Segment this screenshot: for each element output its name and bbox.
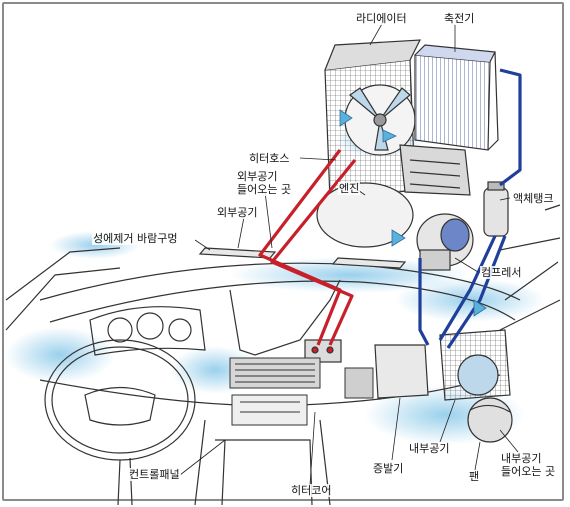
heater-core-label: 히터코어 bbox=[290, 484, 333, 497]
heater-hose-label: 히터호스 bbox=[248, 152, 291, 165]
receiver-tank-label: 액체탱크 bbox=[512, 192, 555, 205]
receiver-tank bbox=[483, 181, 509, 237]
compressor-label: 컴프레서 bbox=[480, 266, 523, 279]
refrigerant-lines bbox=[418, 68, 522, 349]
diagram-frame bbox=[2, 2, 564, 501]
evaporator-label: 증발기 bbox=[372, 462, 405, 475]
radiator-label: 라디에이터 bbox=[355, 12, 408, 25]
compressor-unit bbox=[416, 213, 474, 271]
radiator-unit bbox=[324, 39, 422, 201]
engine-label: 엔진 bbox=[338, 182, 361, 195]
car-body bbox=[5, 204, 561, 506]
condenser-label: 축전기 bbox=[443, 12, 476, 25]
outside-air-label: 외부공기 bbox=[216, 206, 259, 219]
condenser-unit bbox=[414, 44, 499, 151]
control-panel-label: 컨트롤패널 bbox=[128, 468, 181, 481]
fan-label: 팬 bbox=[468, 470, 481, 483]
heater-core-box bbox=[304, 339, 342, 363]
heater-hose bbox=[258, 149, 357, 346]
inside-air-label: 내부공기 bbox=[408, 442, 451, 455]
defrost-vent-label: 성에제거 바람구멍 bbox=[92, 232, 179, 245]
engine-block bbox=[316, 144, 471, 248]
leader-lines bbox=[179, 21, 519, 486]
center-vents bbox=[229, 357, 374, 426]
outside-air-inlet-label: 외부공기 들어오는 곳 bbox=[236, 170, 293, 196]
evaporator-unit bbox=[374, 329, 513, 443]
airflow-arrows bbox=[339, 109, 487, 317]
inside-air-inlet-label: 내부공기 들어오는 곳 bbox=[500, 452, 557, 478]
